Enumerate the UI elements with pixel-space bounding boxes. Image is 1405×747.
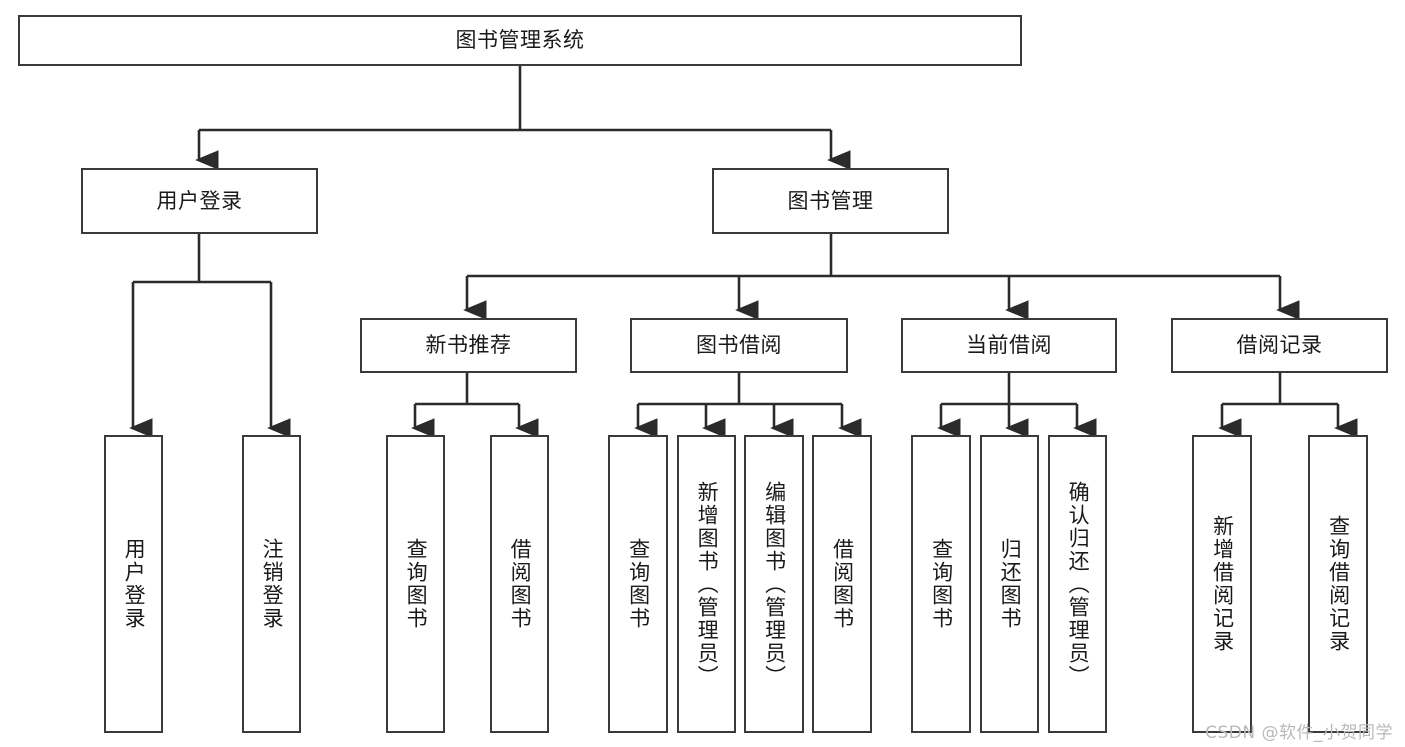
leaf-label: 确认归还（管理员）: [1066, 480, 1091, 688]
leaf-label: 查询借阅记录: [1326, 515, 1351, 653]
node-label: 当前借阅: [966, 333, 1052, 358]
leaf-current-borrow-query-book[interactable]: 查询图书: [911, 435, 971, 733]
leaf-label: 查询图书: [626, 538, 651, 630]
leaf-current-borrow-return-book[interactable]: 归还图书: [980, 435, 1039, 733]
leaf-book-borrow-add-book-admin[interactable]: 新增图书（管理员）: [677, 435, 736, 733]
leaf-new-book-query-book[interactable]: 查询图书: [386, 435, 445, 733]
watermark-text: CSDN @软件_小贺同学: [1205, 723, 1393, 743]
leaf-book-borrow-borrow-book[interactable]: 借阅图书: [812, 435, 872, 733]
leaf-book-borrow-edit-book-admin[interactable]: 编辑图书（管理员）: [744, 435, 804, 733]
leaf-label: 查询图书: [404, 538, 429, 630]
node-book-management[interactable]: 图书管理: [712, 168, 949, 234]
leaf-label: 归还图书: [998, 538, 1023, 630]
leaf-label: 新增图书（管理员）: [695, 480, 720, 688]
node-borrow-record[interactable]: 借阅记录: [1171, 318, 1388, 373]
leaf-new-book-borrow-book[interactable]: 借阅图书: [490, 435, 549, 733]
node-user-login[interactable]: 用户登录: [81, 168, 318, 234]
leaf-user-login-login[interactable]: 用户登录: [104, 435, 163, 733]
node-root-book-management-system[interactable]: 图书管理系统: [18, 15, 1022, 66]
node-new-book-recommend[interactable]: 新书推荐: [360, 318, 577, 373]
leaf-label: 编辑图书（管理员）: [762, 480, 787, 688]
node-current-borrow[interactable]: 当前借阅: [901, 318, 1117, 373]
node-book-borrow[interactable]: 图书借阅: [630, 318, 848, 373]
node-label: 借阅记录: [1236, 333, 1323, 358]
node-label: 用户登录: [156, 188, 243, 213]
node-label: 图书管理系统: [455, 28, 585, 53]
leaf-label: 查询图书: [929, 538, 954, 630]
leaf-label: 借阅图书: [508, 538, 533, 630]
node-label: 图书借阅: [696, 333, 782, 358]
leaf-user-login-logout[interactable]: 注销登录: [242, 435, 301, 733]
leaf-label: 注销登录: [260, 538, 285, 630]
leaf-book-borrow-query-book[interactable]: 查询图书: [608, 435, 668, 733]
leaf-label: 借阅图书: [830, 538, 855, 630]
leaf-current-borrow-confirm-return-admin[interactable]: 确认归还（管理员）: [1048, 435, 1107, 733]
leaf-borrow-record-query-record[interactable]: 查询借阅记录: [1308, 435, 1368, 733]
node-label: 图书管理: [787, 188, 874, 213]
leaf-label: 用户登录: [122, 538, 147, 630]
node-label: 新书推荐: [425, 333, 512, 358]
leaf-borrow-record-add-record[interactable]: 新增借阅记录: [1192, 435, 1252, 733]
leaf-label: 新增借阅记录: [1210, 515, 1235, 653]
